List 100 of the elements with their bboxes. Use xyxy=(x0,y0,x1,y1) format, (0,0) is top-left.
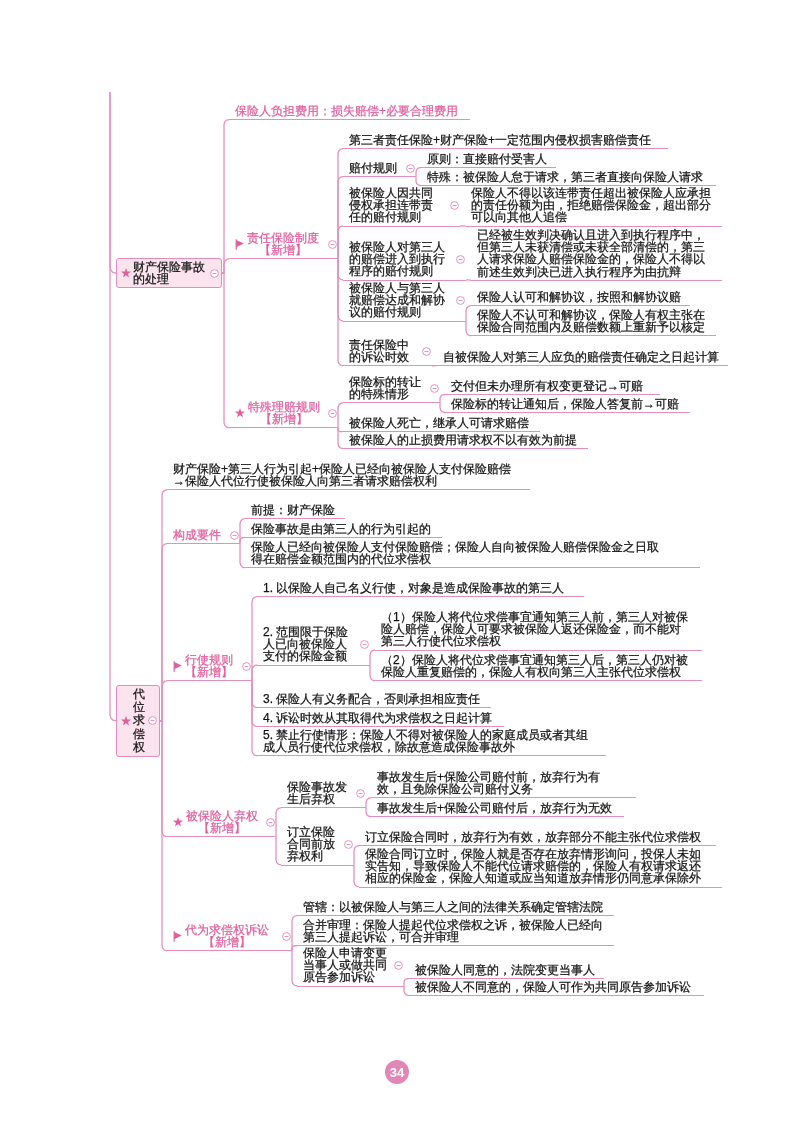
topic-tag: 【新增】 xyxy=(259,244,307,257)
branch-topic xyxy=(257,692,491,709)
topic-text: 被保险人同意的，法院变更当事人 xyxy=(415,964,595,977)
branch-topic xyxy=(445,379,660,396)
branch-line xyxy=(159,720,168,952)
topic-text: （2）保险人将代位求偿事宜通知第三人后，第三人仍对被保险人重复赔偿的，保险人有权向第三人主张代位求偿权 xyxy=(381,654,689,679)
branch-topic xyxy=(421,170,716,187)
topic-tag: 【新增】 xyxy=(203,936,251,949)
branch-topic xyxy=(167,923,292,952)
branch-topic xyxy=(359,847,722,888)
topic-text: 保险人已经向被保险人支付保险赔偿；保险人自向被保险人赔偿保险金之日取得在赔偿金额范围内的代位求偿权 xyxy=(251,541,660,566)
branch-topic xyxy=(297,946,404,987)
topic-text: 被保险人因共同侵权承担连带责任的赔付规则 xyxy=(349,187,434,224)
branch-line xyxy=(337,225,344,260)
branch-line xyxy=(251,680,258,757)
branch-line xyxy=(159,680,168,722)
topic-text: 订立保险合同时，放弃行为有效，放弃部分不能主张代位求偿权 xyxy=(365,831,701,844)
topic-text: 保险事故发生后弃权 xyxy=(287,781,348,806)
branch-topic xyxy=(245,540,700,569)
branch-topic xyxy=(465,186,722,227)
branch-topic xyxy=(167,462,530,491)
branch-line xyxy=(403,977,410,987)
branch-topic xyxy=(167,809,276,838)
topic-text: 代为求偿权诉讼 xyxy=(185,924,269,937)
branch-line xyxy=(239,536,246,545)
branch-line xyxy=(275,807,282,838)
branch-topic xyxy=(257,728,606,757)
branch-topic xyxy=(245,503,345,520)
topic-text: 财产保险+第三人行为引起+保险人已经向被保险人支付保险赔偿→保险人代位行使被保险人向第三者请求赔偿权利 xyxy=(173,463,512,488)
branch-topic xyxy=(437,350,728,367)
topic-text: 已经被生效判决确认且进入到执行程序中，但第三人未获清偿或未获全部清偿的，第三人请求保险人赔偿保险金的，保险人不得以前述生效判决已进入执行程序为由抗辩 xyxy=(477,229,706,278)
branch-line xyxy=(221,258,230,274)
branch-topic xyxy=(471,290,690,307)
topic-text: 自被保险人对第三人应负的赔偿责任确定之日起计算 xyxy=(443,351,719,364)
branch-line xyxy=(337,427,344,450)
branch-topic xyxy=(281,780,366,809)
topic-text: 保险人不认可和解协议，保险人有权主张在保险合同范围内及赔偿数额上重新予以核定 xyxy=(477,309,706,334)
topic-text: 保险标的转让通知后，保险人答复前→可赔 xyxy=(451,398,679,411)
branch-topic xyxy=(257,711,504,728)
branch-topic xyxy=(257,625,370,666)
branch-topic xyxy=(297,918,614,947)
branch-line xyxy=(415,166,422,178)
topic-text: 2. 范围限于保险人已向被保险人支付的保险金额 xyxy=(263,626,350,663)
topic-text: 被保险人死亡，继承人可请求赔偿 xyxy=(349,417,529,430)
topic-text: 保险合同订立时，保险人就是否存在放弃情形询问，投保人未如实告知，导致保险人不能代位请求赔偿的，保险人有权请求返还相应的保险金，保险人知道或应当知道放弃情形仍同意承保除外 xyxy=(365,848,702,885)
topic-text: 代位求偿权 xyxy=(133,688,145,754)
branch-topic xyxy=(359,830,716,847)
topic-text: 4. 诉讼时效从其取得代为求偿权之日起计算 xyxy=(263,712,493,725)
topic-text: 保险人负担费用：损失赔偿+必要合理费用 xyxy=(235,105,458,118)
branch-line xyxy=(369,649,376,666)
branch-topic xyxy=(409,963,604,980)
branch-topic xyxy=(167,528,240,545)
topic-text: 行使规则 xyxy=(185,654,233,667)
branch-topic xyxy=(375,653,702,682)
branch-line xyxy=(365,797,372,809)
topic-text: 被保险人与第三人就赔偿达成和解协议的赔付规则 xyxy=(349,282,446,319)
branch-line xyxy=(431,364,438,367)
topic-text: 保险人不得以该连带责任超出被保险人应承担的责任份额为由，拒绝赔偿保险金，超出部分可以向其他人追偿 xyxy=(471,187,712,224)
branch-topic xyxy=(445,397,690,414)
branch-line xyxy=(291,945,298,952)
branch-topic xyxy=(471,228,722,281)
topic-text: 保险事故是由第三人的行为引起的 xyxy=(251,523,431,536)
branch-topic xyxy=(471,308,716,337)
branch-line xyxy=(439,402,446,414)
topic-text: 合并审理：保险人提起代位求偿权之诉，被保险人已经向第三人提起诉讼，可合并审理 xyxy=(303,919,604,944)
branch-line xyxy=(275,836,282,866)
branch-line xyxy=(353,864,360,888)
branch-topic xyxy=(245,522,442,539)
branch-line xyxy=(221,272,230,429)
topic-text: 第三者责任保险+财产保险+一定范围内侵权损害赔偿责任 xyxy=(349,134,651,147)
topic-text: 管辖：以被保险人与第三人之间的法律关系确定管辖法院 xyxy=(303,901,603,914)
topic-text: 保险人认可和解协议，按照和解协议赔 xyxy=(477,291,681,304)
topic-text: 责任保险中的诉讼时效 xyxy=(349,339,410,364)
topic-tag: 【新增】 xyxy=(198,822,246,835)
topic-text: 保险人申请变更当事人或做共同原告参加诉讼 xyxy=(303,947,388,984)
page-number: 34 xyxy=(385,1060,409,1084)
topic-text: 5. 禁止行使情形：保险人不得对被保险人的家庭成员或者其组成人员行使代位求偿权，除故意造成保险事故外 xyxy=(263,729,590,754)
branch-topic xyxy=(229,231,338,260)
topic-tag: 【新增】 xyxy=(260,413,308,426)
branch-line xyxy=(439,393,446,404)
topic-text: 构成要件 xyxy=(173,529,221,542)
branch-topic xyxy=(371,801,624,818)
branch-topic xyxy=(257,581,584,598)
branch-line xyxy=(337,402,344,429)
branch-topic xyxy=(409,980,704,997)
topic-text: 交付但未办理所有权变更登记→可赔 xyxy=(451,380,643,393)
branch-topic xyxy=(343,186,460,227)
topic-text: 财产保险事故的处理 xyxy=(133,261,206,286)
topic-text: 前提：财产保险 xyxy=(251,504,335,517)
topic-box xyxy=(116,685,160,757)
branch-line xyxy=(403,985,410,997)
branch-topic xyxy=(281,825,354,866)
topic-text: 被保险人对第三人的赔偿进入到执行程序的赔付规则 xyxy=(349,241,446,278)
topic-text: 责任保险制度 xyxy=(247,232,319,245)
branch-topic xyxy=(343,375,440,404)
topic-text: 赔付规则 xyxy=(349,162,397,175)
branch-line xyxy=(239,542,246,569)
branch-topic xyxy=(343,281,466,322)
topic-text: 特殊：被保险人怠于请求，第三者直接向保险人请求 xyxy=(427,171,703,184)
branch-line xyxy=(353,844,360,866)
